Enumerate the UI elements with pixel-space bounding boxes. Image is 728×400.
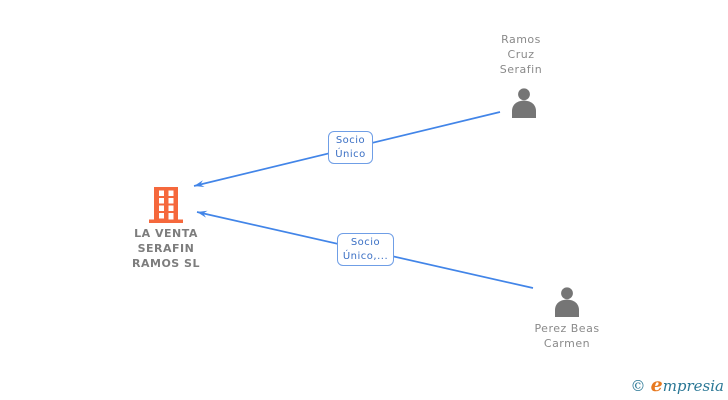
shareholder-name-line: Carmen: [543, 337, 591, 350]
shareholder-name-label: Perez Beas Carmen: [517, 321, 617, 351]
relation-box-socio-unico[interactable]: Socio Único: [328, 131, 373, 164]
company-name-line: SERAFIN: [137, 242, 195, 255]
copyright-icon: ©: [630, 377, 646, 395]
empresia-watermark: © empresia: [631, 374, 725, 396]
building-icon[interactable]: [149, 187, 183, 223]
relation-label-line: Socio: [350, 237, 381, 248]
shareholder-node-ramos-cruz-serafin[interactable]: [507, 88, 541, 118]
shareholder-name-line: Cruz: [507, 48, 535, 61]
person-icon[interactable]: [550, 287, 584, 317]
person-icon[interactable]: [507, 88, 541, 118]
shareholder-name-label: Ramos Cruz Serafin: [471, 32, 571, 77]
company-name-line: LA VENTA: [134, 227, 198, 240]
brand-initial: e: [650, 374, 663, 396]
shareholder-name-line: Perez Beas: [534, 322, 600, 335]
company-node[interactable]: [149, 187, 183, 223]
relation-box-socio-unico-truncated[interactable]: Socio Único,...: [337, 233, 394, 266]
company-name-line: RAMOS SL: [132, 257, 200, 270]
shareholder-node-perez-beas-carmen[interactable]: [550, 287, 584, 317]
relation-label-line: Único: [335, 149, 366, 160]
relation-label-line: Socio: [335, 135, 366, 146]
shareholder-name-line: Serafin: [499, 63, 543, 76]
shareholder-name-line: Ramos: [501, 33, 541, 46]
brand-name: mpresia: [662, 377, 724, 395]
relation-label-line: Único,...: [342, 251, 389, 262]
company-name-label: LA VENTA SERAFIN RAMOS SL: [116, 226, 216, 271]
